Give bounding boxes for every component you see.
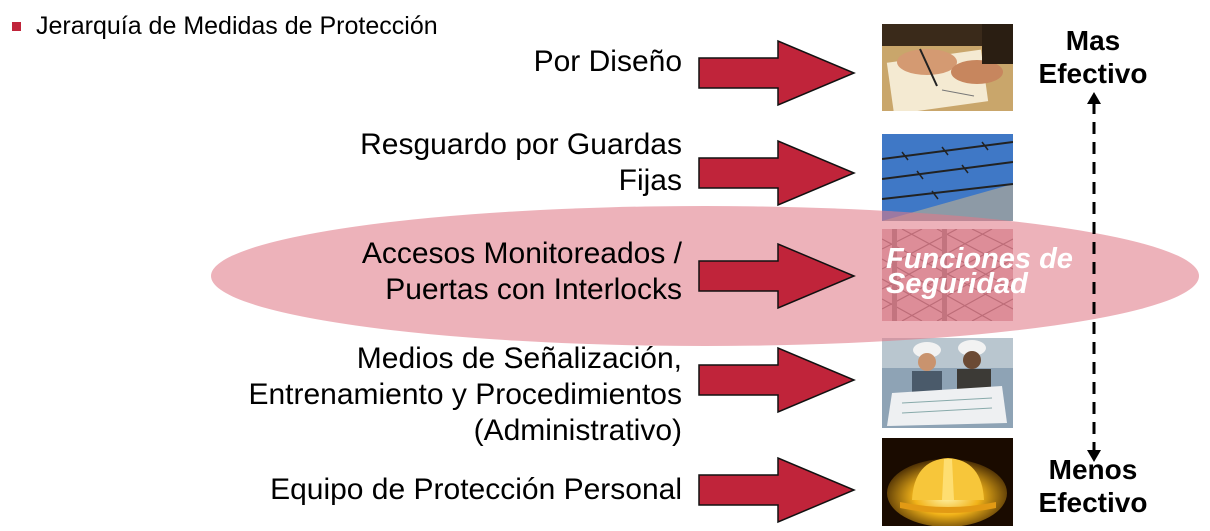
slide-header: Jerarquía de Medidas de Protección — [36, 12, 438, 41]
right-arrow-icon — [696, 455, 860, 525]
measure-label-interlocks: Accesos Monitoreados / Puertas con Inter… — [362, 236, 682, 308]
measure-label-ppe: Equipo de Protección Personal — [270, 472, 682, 508]
measure-line: Entrenamiento y Procedimientos — [248, 377, 682, 413]
photo-hard-hat — [882, 438, 1013, 526]
hands-writing-design-icon — [882, 24, 1013, 111]
safety-functions-label: Funciones de Seguridad — [886, 247, 1073, 297]
most-effective-label: Mas Efectivo — [1023, 24, 1163, 90]
measure-label-administrative: Medios de Señalización, Entrenamiento y … — [248, 341, 682, 449]
photo-workers — [882, 338, 1013, 428]
measure-line: Equipo de Protección Personal — [270, 472, 682, 508]
dashed-double-arrow-icon — [1082, 92, 1106, 462]
measure-line: Por Diseño — [534, 44, 682, 80]
measure-line: Resguardo por Guardas — [360, 127, 682, 163]
measure-label-design: Por Diseño — [534, 44, 682, 80]
right-arrow-icon — [696, 38, 860, 108]
right-arrow-icon — [696, 345, 860, 415]
effectiveness-line: Menos — [1023, 453, 1163, 486]
photo-barbed-wire — [882, 134, 1013, 221]
measure-line: Puertas con Interlocks — [362, 272, 682, 308]
measure-line: Fijas — [360, 163, 682, 199]
barbed-wire-fence-icon — [882, 134, 1013, 221]
photo-design — [882, 24, 1013, 111]
right-arrow-icon — [696, 241, 860, 311]
effectiveness-line: Efectivo — [1023, 57, 1163, 90]
workers-reviewing-plans-icon — [882, 338, 1013, 428]
measure-label-guards: Resguardo por Guardas Fijas — [360, 127, 682, 199]
bullet-icon — [12, 22, 21, 31]
effectiveness-line: Mas — [1023, 24, 1163, 57]
hard-hat-icon — [882, 438, 1013, 526]
effectiveness-line: Efectivo — [1023, 486, 1163, 519]
right-arrow-icon — [696, 138, 860, 208]
measure-line: Accesos Monitoreados / — [362, 236, 682, 272]
measure-line: (Administrativo) — [248, 413, 682, 449]
least-effective-label: Menos Efectivo — [1023, 453, 1163, 519]
measure-line: Medios de Señalización, — [248, 341, 682, 377]
safety-functions-line: Seguridad — [886, 272, 1073, 297]
